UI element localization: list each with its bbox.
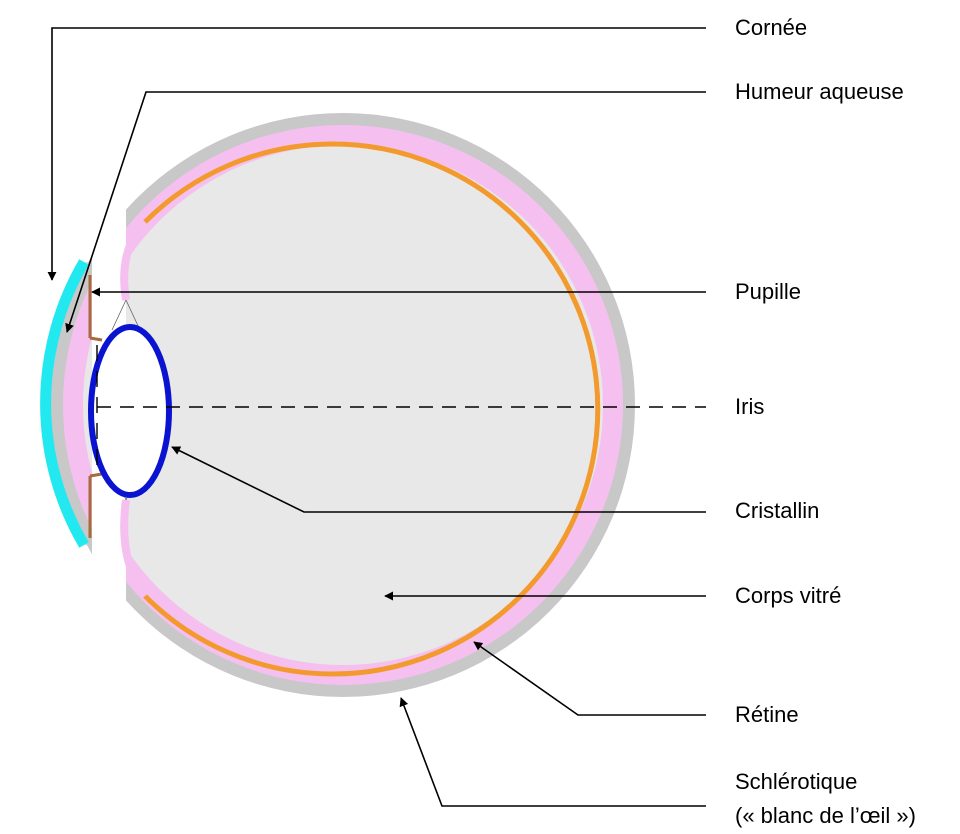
label-sclera: Schlérotique [735,769,857,794]
leader-retina [473,641,706,716]
label-pupil: Pupille [735,279,801,304]
label-lens: Cristallin [735,498,819,523]
leader-aqueous-humor [65,91,706,333]
label-vitreous-body: Corps vitré [735,583,841,608]
label-aqueous-humor: Humeur aqueuse [735,79,904,104]
label-retina: Rétine [735,702,799,727]
cornea-shape [40,259,89,548]
iris-lower-tip [89,472,103,478]
label-cornea: Cornée [735,15,807,40]
vitreous-body-shape [83,145,603,665]
iris-upper-tip [89,336,103,342]
label-iris: Iris [735,394,764,419]
leader-cornea [47,27,706,281]
ciliary-body-lower [120,499,149,599]
label-sclera-note: (« blanc de l’œil ») [735,803,916,828]
leader-lens [171,446,706,513]
retina-shape [143,141,601,677]
lens-shape [88,324,172,498]
leader-sclera [399,697,706,807]
ciliary-body-upper [120,219,148,301]
